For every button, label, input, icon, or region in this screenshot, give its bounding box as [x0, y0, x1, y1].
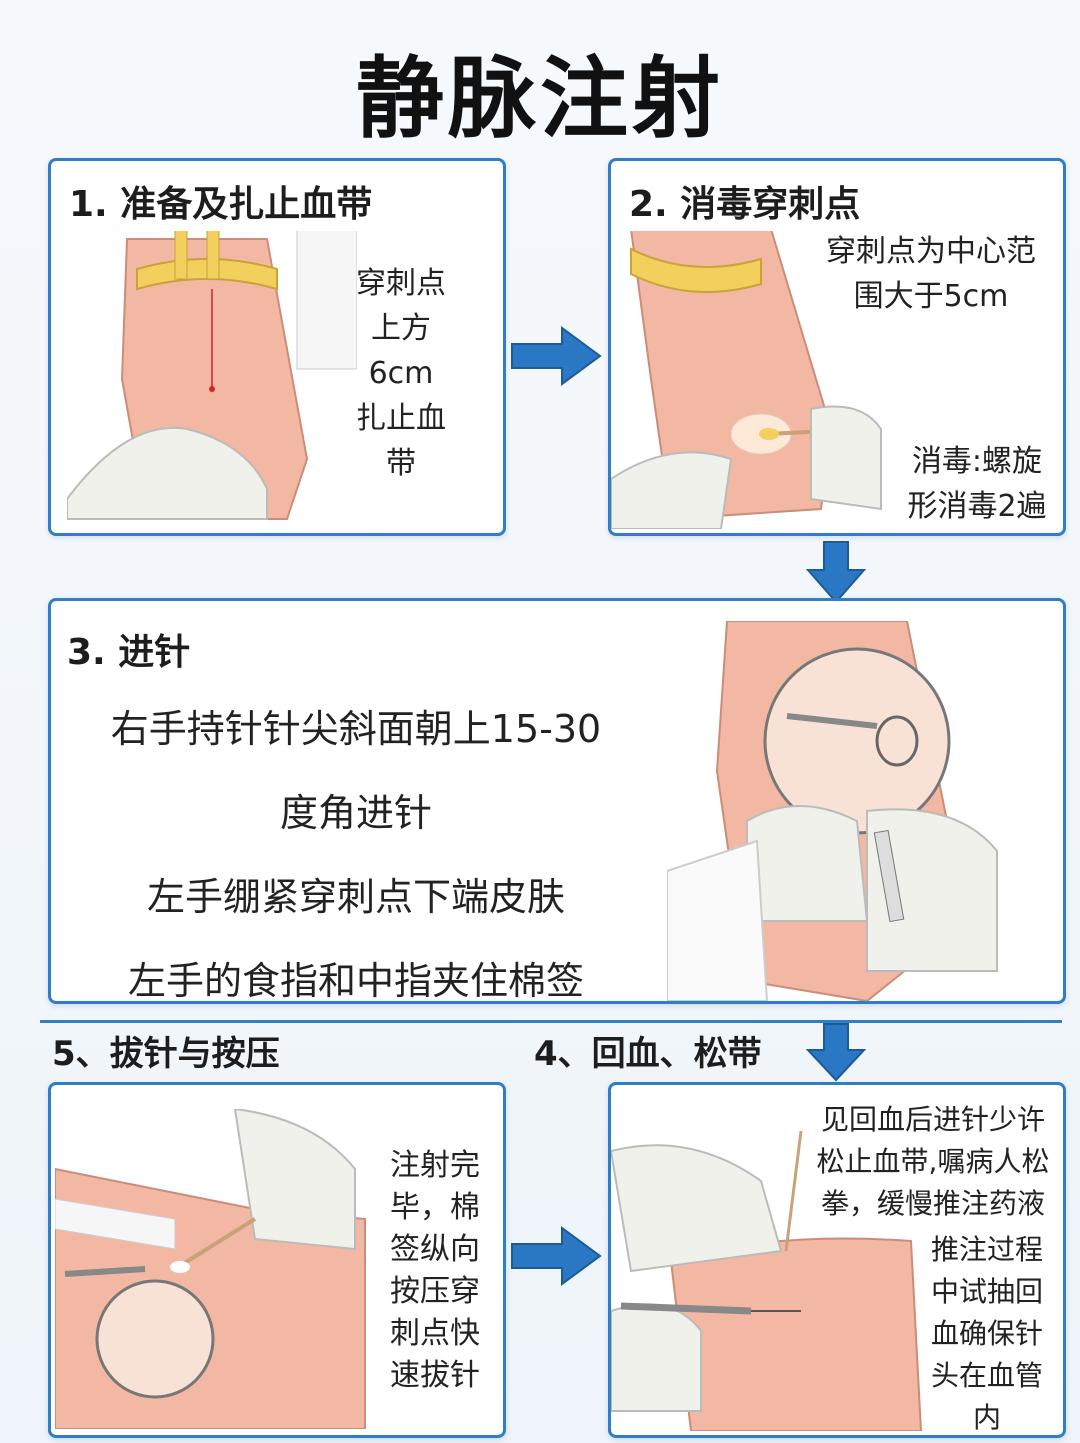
step5-text: 注射完 毕，棉 签纵向 按压穿 刺点快 速拔针 — [390, 1148, 480, 1393]
page-title: 静脉注射 — [355, 47, 724, 150]
disinfection-illustration — [611, 229, 882, 529]
step5-panel: 注射完 毕，棉 签纵向 按压穿 刺点快 速拔针 — [48, 1082, 506, 1438]
step4-label: 4、回血、松带 — [534, 1034, 762, 1074]
step4-text-top: 见回血后进针少许 松止血带,嘱病人松 拳，缓慢推注药液 — [816, 1103, 1050, 1220]
step1-title: 1. 准备及扎止血带 — [59, 171, 383, 231]
step3-title: 3. 进针 — [57, 619, 201, 679]
arrow-right-icon — [511, 326, 602, 386]
step3-panel: 3. 进针 右手持针针尖斜面朝上15-30 度角进针 左手绷紧穿刺点下端皮肤 左… — [48, 598, 1066, 1004]
step1-panel: 1. 准备及扎止血带 穿刺点 上方 6cm 扎止血 带 — [48, 158, 506, 536]
separator-line — [40, 1020, 1062, 1023]
step5-label: 5、拔针与按压 — [52, 1034, 280, 1074]
step4-text-bottom: 推注过程 中试抽回 血确保针 头在血管 内 — [930, 1233, 1043, 1434]
arrow-down-icon — [806, 541, 866, 604]
blood-return-illustration — [611, 1130, 923, 1431]
arrow-right-icon — [511, 1226, 602, 1286]
step1-text: 穿刺点 上方 6cm 扎止血 带 — [356, 266, 446, 481]
step2-title: 2. 消毒穿刺点 — [619, 171, 871, 231]
tourniquet-arm-illustration — [67, 229, 357, 520]
arrow-down-icon — [806, 1023, 866, 1082]
step2-panel: 2. 消毒穿刺点 穿刺点为中心范 围大于5cm 消毒:螺旋 形消毒2遍 — [608, 158, 1066, 536]
needle-removal-illustration — [55, 1109, 366, 1429]
step2-text-top: 穿刺点为中心范 围大于5cm — [826, 234, 1036, 314]
step3-text: 右手持针针尖斜面朝上15-30 度角进针 左手绷紧穿刺点下端皮肤 左手的食指和中… — [110, 707, 602, 1003]
needle-insertion-illustration — [667, 621, 998, 1001]
step2-text-bottom: 消毒:螺旋 形消毒2遍 — [907, 444, 1047, 524]
step4-panel: 见回血后进针少许 松止血带,嘱病人松 拳，缓慢推注药液 推注过程 中试抽回 血确… — [608, 1082, 1066, 1438]
